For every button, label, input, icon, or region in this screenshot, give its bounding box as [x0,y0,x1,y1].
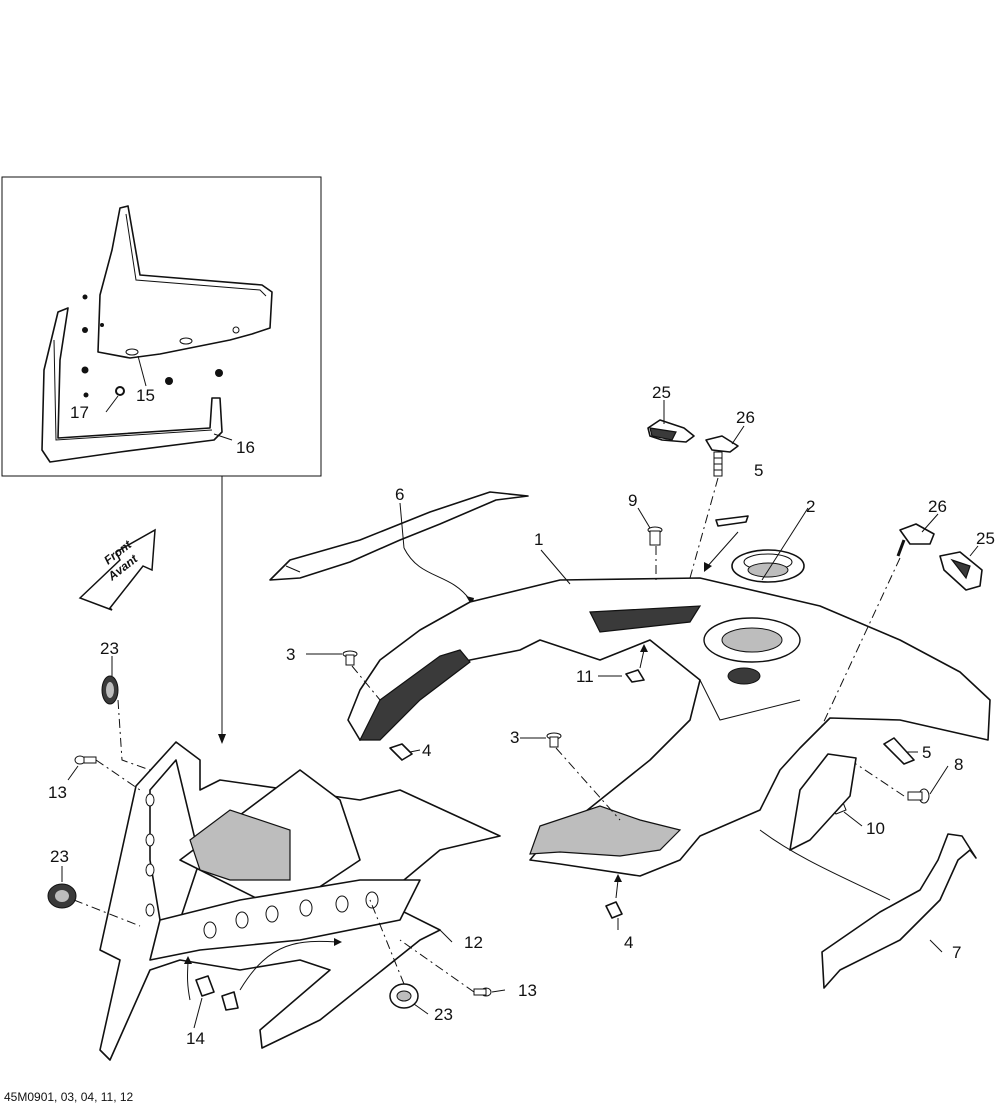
inset-frame [1,176,322,477]
callout-16: 16 [236,438,255,457]
trim-strip-part [269,491,529,581]
strip-5-right-part [883,737,915,765]
leader-lines [61,355,979,1029]
windshield-part [82,205,273,359]
callout-17: 17 [70,403,89,422]
clip-11-part [625,669,645,683]
callout-23-left: 23 [50,847,69,866]
callout-26-right: 26 [928,497,947,516]
screw-13-left-part [74,755,97,765]
screw-3-left-part [342,650,358,666]
gasket-ring-part [731,549,805,583]
clip-25-top-part [647,419,695,443]
main-side-panel-part [347,577,991,877]
callout-25-right: 25 [976,529,995,548]
callout-1: 1 [534,530,543,549]
grommet-23-top-part [101,675,119,705]
clip-26-right-part [896,523,935,557]
pin-part [647,526,663,546]
callout-26-top: 26 [736,408,755,427]
bolt-8-part [907,788,930,804]
screw-3-right-part [546,732,562,748]
callout-2: 2 [806,497,815,516]
clip-25-right-part [939,551,983,591]
bracket-part [789,753,857,851]
clip-4-left-part [389,743,413,761]
callout-23-top: 23 [100,639,119,658]
clip-26-top-part [705,435,739,477]
callout-10: 10 [866,819,885,838]
callout-13-right: 13 [518,981,537,1000]
callout-13-left: 13 [48,783,67,802]
callout-4-bottom: 4 [624,933,633,952]
callout-5-right: 5 [922,743,931,762]
callout-11: 11 [576,667,594,686]
screw-13-right-part [473,987,492,997]
callout-labels: 1 2 3 3 4 4 5 5 6 7 8 9 10 11 12 13 13 1… [48,383,995,1048]
callout-12: 12 [464,933,483,952]
rivet-parts [81,366,223,398]
strip-5-top-part [715,515,749,527]
callout-8: 8 [954,755,963,774]
callout-5-top: 5 [754,461,763,480]
callout-23-bottom: 23 [434,1005,453,1024]
callout-6: 6 [395,485,404,504]
front-arrow-icon: Front Avant [78,528,156,611]
callout-9: 9 [628,491,637,510]
grommet-23-left-part [47,883,77,909]
clip-14-parts [195,975,239,1011]
deflector-part [41,307,223,463]
figure-reference: 45M0901, 03, 04, 11, 12 [4,1090,134,1104]
callout-15: 15 [136,386,155,405]
callout-4-left: 4 [422,741,431,760]
side-trim-part [821,833,977,989]
callout-25-top: 25 [652,383,671,402]
callout-7: 7 [952,943,961,962]
clip-4-bottom-part [605,901,623,919]
callout-3-left: 3 [286,645,295,664]
front-nose-part [99,741,501,1061]
callout-14: 14 [186,1029,205,1048]
callout-3-right: 3 [510,728,519,747]
